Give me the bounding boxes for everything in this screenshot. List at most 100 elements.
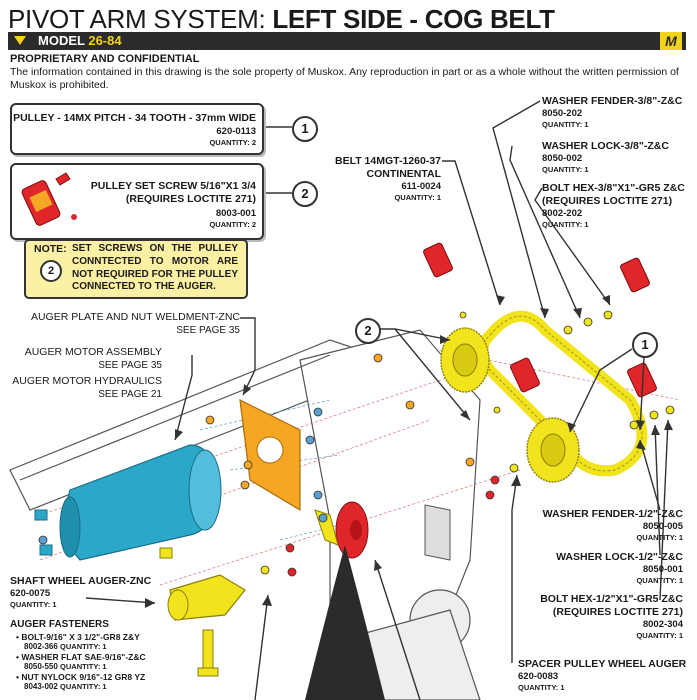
auger-hydraulics-name: AUGER MOTOR HYDRAULICS	[12, 375, 162, 387]
hardware-bolts	[38, 310, 675, 577]
auger-motor-callout: AUGER MOTOR ASSEMBLY SEE PAGE 35 AUGER M…	[12, 346, 162, 401]
fastener-item: • NUT NYLOCK 9/16"-12 GR8 YZ 8043-002 QU…	[10, 672, 160, 692]
shaft-wheel-name: SHAFT WHEEL AUGER-ZNC	[10, 575, 152, 587]
set-screw-name: PULLEY SET SCREW 5/16"X1 3/4	[90, 180, 256, 192]
fastener-name-text: BOLT-9/16" X 3 1/2"-GR8 Z&Y	[21, 632, 140, 642]
fastener-qty: QUANTITY: 1	[60, 642, 107, 651]
fastener-part-line: 8043-002 QUANTITY: 1	[16, 682, 160, 692]
bolt-hex-38-qty: QUANTITY: 1	[542, 220, 589, 229]
washer-fender-12-part: 8050-005	[642, 521, 683, 532]
set-screw-qty: QUANTITY: 2	[209, 220, 256, 229]
shaft-wheel-part: 620-0075	[10, 588, 51, 599]
fastener-item: • WASHER FLAT SAE-9/16"-Z&C 8050-550 QUA…	[10, 652, 160, 672]
washer-fender-12-callout: WASHER FENDER-1/2"-Z&C 8050-005 QUANTITY…	[543, 508, 683, 543]
fastener-name: • NUT NYLOCK 9/16"-12 GR8 YZ	[16, 672, 146, 682]
belt-callout: BELT 14MGT-1260-37 CONTINENTAL 611-0024 …	[335, 155, 441, 203]
belt-part: 611-0024	[401, 181, 441, 192]
fastener-item: • BOLT-9/16" X 3 1/2"-GR8 Z&Y 8002-366 Q…	[10, 632, 160, 652]
pulley-lower	[526, 417, 580, 483]
fastener-qty: QUANTITY: 1	[60, 682, 107, 691]
bolt-hex-12-callout: BOLT HEX-1/2"X1"-GR5 Z&C (REQUIRES LOCTI…	[540, 593, 683, 641]
fastener-qty: QUANTITY: 1	[60, 662, 107, 671]
note-box: NOTE: 2 SET SCREWS ON THE PULLEY CONNTEC…	[24, 239, 248, 299]
pulley-callout: PULLEY - 14MX PITCH - 34 TOOTH - 37mm WI…	[10, 103, 264, 155]
washer-lock-12-part: 8050-001	[642, 564, 683, 575]
washer-lock-38-name: WASHER LOCK-3/8"-Z&C	[542, 140, 669, 152]
bolt-hex-38-callout: BOLT HEX-3/8"X1"-GR5 Z&C (REQUIRES LOCTI…	[542, 182, 685, 230]
bolt-hex-12-note: (REQUIRES LOCTITE 271)	[552, 606, 683, 618]
belt-brand: CONTINENTAL	[366, 168, 441, 180]
washer-fender-38-part: 8050-202	[542, 108, 583, 119]
washer-lock-38-callout: WASHER LOCK-3/8"-Z&C 8050-002 QUANTITY: …	[542, 140, 669, 175]
pulley-upper	[440, 327, 490, 393]
diagram-ref-circle-1: 1	[632, 332, 658, 358]
model-number: 26-84	[88, 33, 122, 48]
bolt-hex-38-part: 8002-202	[542, 208, 583, 219]
bolt-hex-12-part: 8002-304	[642, 619, 683, 630]
bolt-hex-38-note: (REQUIRES LOCTITE 271)	[542, 195, 673, 207]
title-bold: LEFT SIDE - COG BELT	[272, 4, 555, 34]
diagram-ref-circle-2: 2	[355, 318, 381, 344]
washer-lock-12-callout: WASHER LOCK-1/2"-Z&C 8050-001 QUANTITY: …	[556, 551, 683, 586]
shaft-wheel-qty: QUANTITY: 1	[10, 600, 57, 609]
fastener-part: 8043-002	[24, 682, 58, 691]
set-screw-callout: PULLEY SET SCREW 5/16"X1 3/4 (REQUIRES L…	[10, 163, 264, 240]
auger-fasteners-list: AUGER FASTENERS • BOLT-9/16" X 3 1/2"-GR…	[10, 618, 160, 692]
auger-motor-see: SEE PAGE 35	[98, 360, 162, 371]
fastener-part: 8002-366	[24, 642, 58, 651]
loctite-bottle-icon	[21, 172, 77, 226]
note-text: SET SCREWS ON THE PULLEY CONNTECTED TO M…	[72, 243, 238, 293]
shaft-wheel	[159, 547, 246, 677]
belt-name: BELT 14MGT-1260-37	[334, 155, 441, 167]
confidential-heading: PROPRIETARY AND CONFIDENTIAL	[10, 53, 200, 65]
note-ref-circle: 2	[40, 260, 62, 282]
auger-plate	[239, 398, 301, 512]
washer-fender-38-qty: QUANTITY: 1	[542, 120, 589, 129]
leader-lines	[85, 100, 669, 700]
washer-fender-12-qty: QUANTITY: 1	[636, 533, 683, 542]
model-label: MODEL 26-84	[38, 33, 122, 48]
spacer-qty: QUANTITY: 1	[518, 683, 565, 692]
pulley-qty: QUANTITY: 2	[209, 138, 256, 147]
fastener-part-line: 8050-550 QUANTITY: 1	[16, 662, 160, 672]
red-hub	[335, 501, 369, 559]
zoom-wedge	[305, 545, 385, 700]
washer-fender-38-callout: WASHER FENDER-3/8"-Z&C 8050-202 QUANTITY…	[542, 95, 682, 130]
spacer-name: SPACER PULLEY WHEEL AUGER	[518, 658, 687, 670]
set-screw-part: 8003-001	[215, 208, 256, 219]
ref-circle-2: 2	[292, 181, 318, 207]
bolt-hex-12-qty: QUANTITY: 1	[636, 631, 683, 640]
title-light: PIVOT ARM SYSTEM:	[8, 4, 266, 34]
washer-lock-38-qty: QUANTITY: 1	[542, 165, 589, 174]
ref-circle-1: 1	[292, 116, 318, 142]
auger-fasteners-heading: AUGER FASTENERS	[10, 619, 109, 630]
confidential-text: The information contained in this drawin…	[10, 66, 679, 91]
auger-plate-see: SEE PAGE 35	[176, 325, 240, 336]
fastener-name-text: WASHER FLAT SAE-9/16"-Z&C	[21, 652, 146, 662]
washer-fender-38-name: WASHER FENDER-3/8"-Z&C	[542, 95, 683, 107]
washer-lock-12-name: WASHER LOCK-1/2"-Z&C	[556, 551, 683, 563]
triangle-down-icon	[14, 36, 26, 45]
muskox-logo-icon: M	[660, 32, 682, 50]
spacer-part: 620-0083	[518, 671, 559, 682]
model-label-text: MODEL	[38, 33, 85, 48]
page-title: PIVOT ARM SYSTEM: LEFT SIDE - COG BELT	[8, 4, 555, 35]
pulley-name: PULLEY - 14MX PITCH - 34 TOOTH - 37mm WI…	[13, 112, 256, 124]
note-label: NOTE:	[34, 243, 67, 255]
spacer-callout: SPACER PULLEY WHEEL AUGER 620-0083 QUANT…	[518, 658, 686, 693]
auger-plate-callout: AUGER PLATE AND NUT WELDMENT-ZNC SEE PAG…	[31, 310, 240, 337]
fastener-part: 8050-550	[24, 662, 58, 671]
washer-lock-38-part: 8050-002	[542, 153, 583, 164]
bolt-hex-38-name: BOLT HEX-3/8"X1"-GR5 Z&C	[542, 182, 685, 194]
fastener-name: • WASHER FLAT SAE-9/16"-Z&C	[16, 652, 146, 662]
loctite-bottles	[423, 242, 657, 398]
fastener-name: • BOLT-9/16" X 3 1/2"-GR8 Z&Y	[16, 632, 140, 642]
washer-lock-12-qty: QUANTITY: 1	[636, 576, 683, 585]
arrowheads	[145, 295, 673, 608]
model-bar: MODEL 26-84 M	[8, 32, 686, 50]
belt-qty: QUANTITY: 1	[394, 193, 441, 202]
auger-hydraulics-see: SEE PAGE 21	[98, 389, 162, 400]
auger-motor-name: AUGER MOTOR ASSEMBLY	[24, 346, 162, 358]
pulley-part: 620-0113	[216, 126, 256, 137]
